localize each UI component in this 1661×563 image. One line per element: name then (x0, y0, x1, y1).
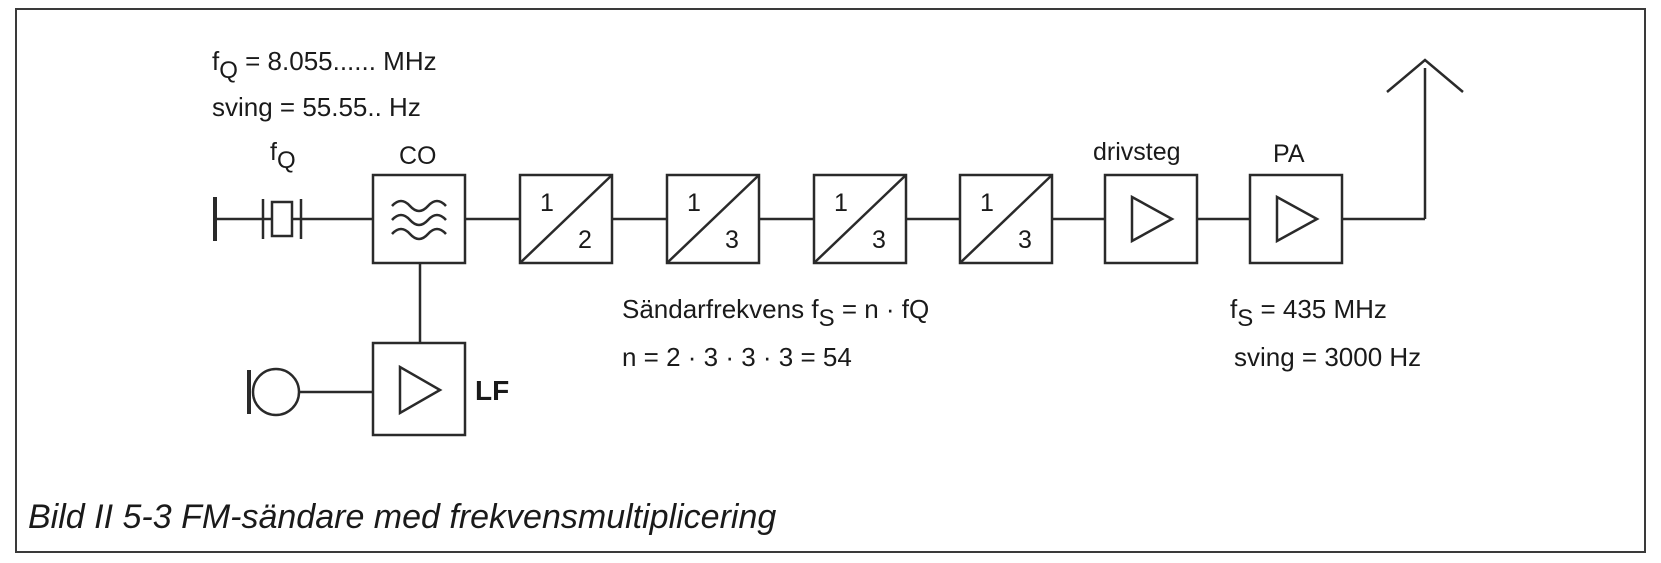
amplifier-triangle-icon (398, 364, 443, 416)
output-frequency-note: fS = 435 MHz (1230, 294, 1387, 332)
multiplier-numerator: 1 (540, 189, 554, 217)
multiplier-denominator: 3 (725, 226, 739, 254)
antenna-icon (1386, 58, 1464, 93)
driver-label: drivsteg (1093, 138, 1181, 166)
microphone-icon (247, 367, 301, 417)
multiplier-divider (959, 174, 1053, 264)
multiplier-numerator: 1 (687, 189, 701, 217)
oscillator-block (371, 173, 467, 265)
lf-amp-block (371, 341, 467, 437)
multiplication-factor-note: n = 2 · 3 · 3 · 3 = 54 (622, 342, 852, 372)
oscillator-frequency-note: fQ = 8.055...... MHz (212, 46, 437, 84)
crystal-icon (261, 199, 303, 239)
oscillator-swing-note: sving = 55.55.. Hz (212, 92, 421, 122)
multiplier-denominator: 3 (872, 226, 886, 254)
oscillator-label: CO (399, 142, 437, 170)
figure-caption: Bild II 5-3 FM-sändare med frekvensmulti… (28, 498, 777, 536)
pa-label: PA (1273, 140, 1305, 168)
multiplier-divider (813, 174, 907, 264)
crystal-label: fQ (270, 138, 296, 174)
multiplier-denominator: 3 (1018, 226, 1032, 254)
pa-block (1248, 173, 1344, 265)
lf-label: LF (475, 375, 510, 406)
figure-frame (15, 8, 1646, 553)
multiplier-divider (519, 174, 613, 264)
multiplier-divider (666, 174, 760, 264)
driver-block (1103, 173, 1199, 265)
transmit-frequency-formula: Sändarfrekvens fS = n · fQ (622, 294, 930, 332)
amplifier-triangle-icon (1275, 194, 1320, 244)
multiplier-numerator: 1 (834, 189, 848, 217)
output-swing-note: sving = 3000 Hz (1234, 342, 1422, 372)
oscillator-wave-icon (391, 199, 447, 241)
multiplier-numerator: 1 (980, 189, 994, 217)
multiplier-denominator: 2 (578, 226, 592, 254)
amplifier-triangle-icon (1130, 194, 1175, 244)
